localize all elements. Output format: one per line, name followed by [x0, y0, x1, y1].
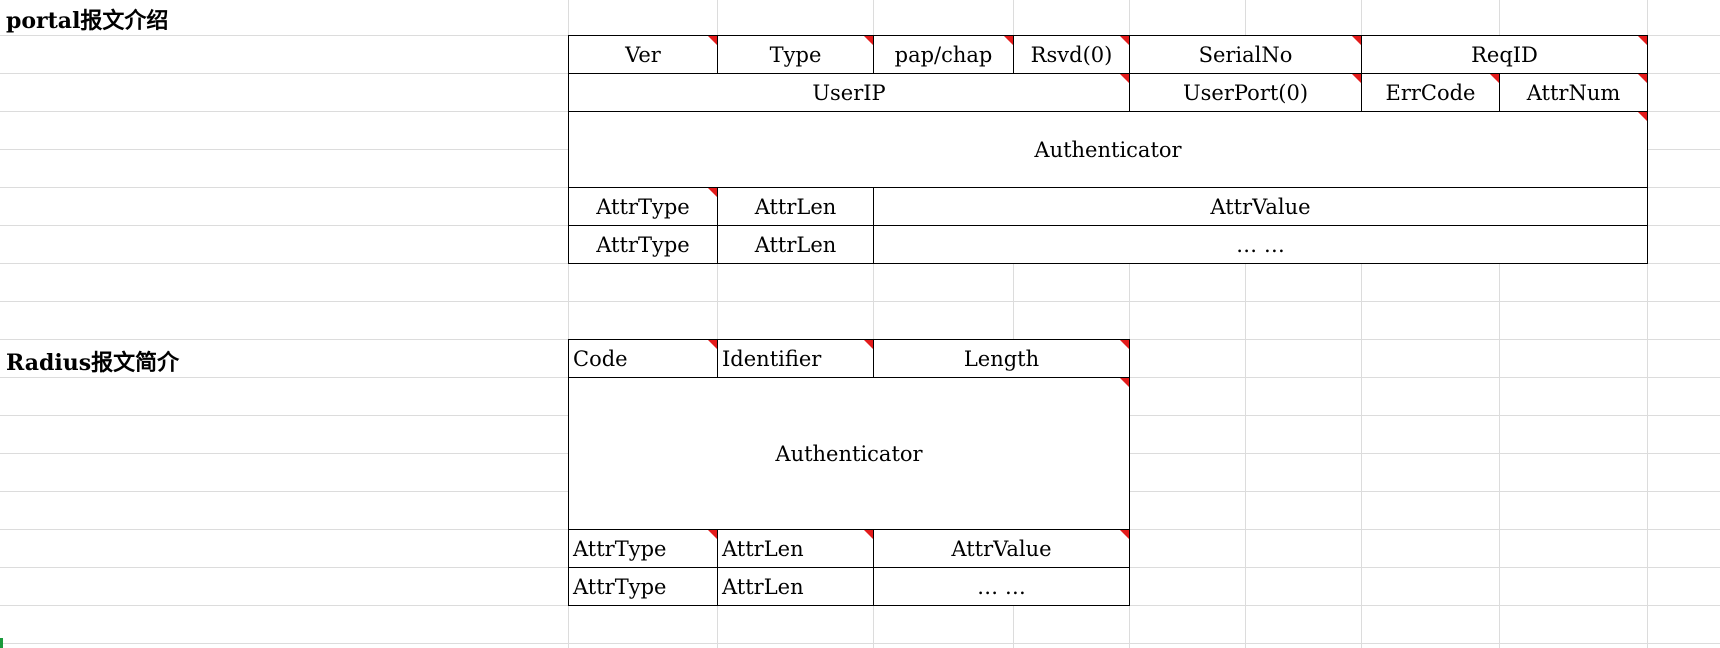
comment-indicator[interactable] [708, 36, 717, 45]
cell-label: Authenticator [1034, 137, 1182, 162]
portal-cell-attr-len[interactable]: AttrLen [717, 225, 874, 264]
row-divider [0, 643, 1720, 644]
cell-label: AttrValue [1210, 194, 1311, 219]
radius-cell-attr-value-more[interactable]: … … [873, 567, 1130, 606]
portal-cell-req-id[interactable]: ReqID [1361, 35, 1648, 74]
portal-cell-attr-value[interactable]: AttrValue [873, 187, 1648, 226]
comment-indicator[interactable] [708, 188, 717, 197]
portal-section-title: portal报文介绍 [6, 8, 169, 34]
cell-label: Type [769, 42, 822, 67]
column-divider [1129, 0, 1130, 648]
column-divider [1013, 0, 1014, 648]
comment-indicator[interactable] [1120, 36, 1129, 45]
cell-label: Rsvd(0) [1030, 42, 1113, 67]
row-divider [0, 301, 1720, 302]
cell-label: UserIP [812, 80, 886, 105]
radius-cell-identifier[interactable]: Identifier [717, 339, 874, 378]
radius-cell-attr-len[interactable]: AttrLen [717, 567, 874, 606]
comment-indicator[interactable] [1120, 378, 1129, 387]
comment-indicator[interactable] [864, 530, 873, 539]
column-divider [568, 0, 569, 648]
portal-cell-attr-value-more[interactable]: … … [873, 225, 1648, 264]
cell-label: … … [1236, 232, 1285, 257]
portal-cell-user-port[interactable]: UserPort(0) [1129, 73, 1362, 112]
cell-label: Identifier [722, 346, 822, 371]
cell-label: AttrValue [951, 536, 1052, 561]
comment-indicator[interactable] [1004, 36, 1013, 45]
comment-indicator[interactable] [1490, 74, 1499, 83]
comment-indicator[interactable] [1638, 112, 1647, 121]
column-divider [1647, 0, 1648, 648]
cell-label: AttrLen [754, 232, 837, 257]
cell-label: AttrLen [722, 574, 804, 599]
column-divider [1361, 0, 1362, 648]
cell-label: Authenticator [775, 441, 923, 466]
cell-label: pap/chap [894, 42, 993, 67]
column-divider [873, 0, 874, 648]
cell-label: AttrType [596, 232, 690, 257]
column-divider [717, 0, 718, 648]
portal-cell-authenticator[interactable]: Authenticator [568, 111, 1648, 188]
cell-label: AttrType [573, 536, 667, 561]
radius-cell-attr-len[interactable]: AttrLen [717, 529, 874, 568]
comment-indicator[interactable] [708, 530, 717, 539]
radius-cell-code[interactable]: Code [568, 339, 718, 378]
radius-cell-attr-type[interactable]: AttrType [568, 529, 718, 568]
cell-label: … … [977, 574, 1026, 599]
cell-label: UserPort(0) [1182, 80, 1309, 105]
radius-cell-length[interactable]: Length [873, 339, 1130, 378]
comment-indicator[interactable] [1352, 74, 1361, 83]
comment-indicator[interactable] [1120, 340, 1129, 349]
portal-cell-ver[interactable]: Ver [568, 35, 718, 74]
cell-label: AttrLen [722, 536, 804, 561]
portal-cell-attr-num[interactable]: AttrNum [1499, 73, 1648, 112]
portal-cell-attr-type[interactable]: AttrType [568, 187, 718, 226]
cell-label: SerialNo [1198, 42, 1293, 67]
cell-label: AttrType [573, 574, 667, 599]
column-divider [1499, 0, 1500, 648]
comment-indicator[interactable] [1120, 74, 1129, 83]
comment-indicator[interactable] [1638, 74, 1647, 83]
comment-indicator[interactable] [708, 340, 717, 349]
comment-indicator[interactable] [1638, 36, 1647, 45]
column-divider [1245, 0, 1246, 648]
cell-label: Code [573, 346, 628, 371]
cell-label: AttrType [596, 194, 690, 219]
portal-cell-attr-type[interactable]: AttrType [568, 225, 718, 264]
comment-indicator[interactable] [1352, 36, 1361, 45]
cell-label: ErrCode [1385, 80, 1476, 105]
radius-cell-attr-value[interactable]: AttrValue [873, 529, 1130, 568]
cell-label: ReqID [1471, 42, 1538, 67]
comment-indicator[interactable] [864, 36, 873, 45]
portal-cell-type[interactable]: Type [717, 35, 874, 74]
radius-section-title: Radius报文简介 [6, 350, 180, 376]
portal-cell-err-code[interactable]: ErrCode [1361, 73, 1500, 112]
comment-indicator[interactable] [864, 340, 873, 349]
cell-label: Length [963, 346, 1040, 371]
cell-label: Ver [625, 42, 661, 67]
portal-cell-user-ip[interactable]: UserIP [568, 73, 1130, 112]
portal-cell-pap-chap[interactable]: pap/chap [873, 35, 1014, 74]
portal-cell-attr-len[interactable]: AttrLen [717, 187, 874, 226]
cell-label: AttrNum [1526, 80, 1621, 105]
radius-cell-authenticator[interactable]: Authenticator [568, 377, 1130, 530]
sheet-tab-indicator [0, 638, 3, 648]
portal-cell-serial-no[interactable]: SerialNo [1129, 35, 1362, 74]
cell-label: AttrLen [754, 194, 837, 219]
comment-indicator[interactable] [1120, 530, 1129, 539]
radius-cell-attr-type[interactable]: AttrType [568, 567, 718, 606]
portal-cell-rsvd[interactable]: Rsvd(0) [1013, 35, 1130, 74]
